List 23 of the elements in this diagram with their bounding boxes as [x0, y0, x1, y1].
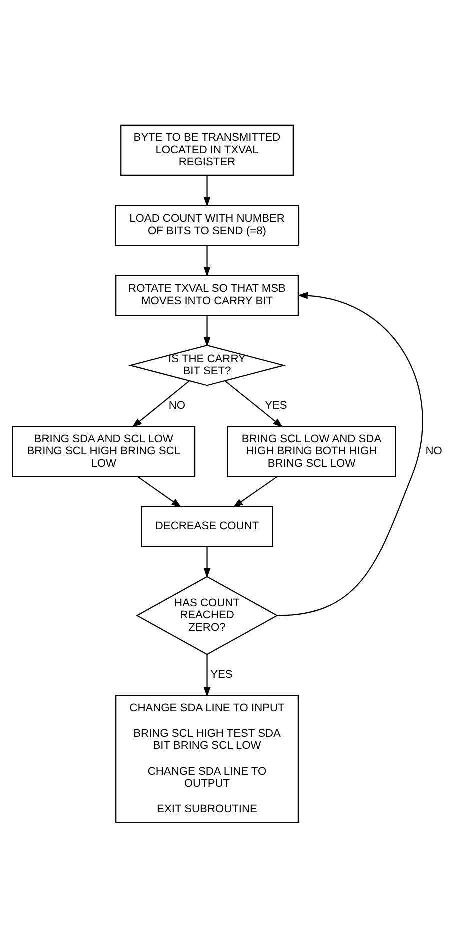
arrow [204, 316, 211, 348]
node-box: DECREASE COUNT [141, 506, 274, 548]
arrow [138, 476, 182, 508]
arrow [225, 380, 284, 428]
arrow [204, 246, 211, 278]
node-box: BRING SCL LOW AND SDA HIGH BRING BOTH HIGH BRING SCL LOW [227, 426, 396, 478]
edge-label: YES [265, 400, 288, 412]
arrow [233, 476, 278, 508]
node-box: BRING SDA AND SCL LOW BRING SCL HIGH BRING SCL LOW [12, 426, 196, 478]
arrow [278, 292, 424, 616]
node-diamond: HAS COUNT REACHED ZERO? [136, 576, 278, 656]
node-diamond: IS THE CARRY BIT SET? [128, 345, 286, 386]
edge-label: YES [210, 669, 233, 682]
arrow [204, 176, 211, 207]
node-box: BYTE TO BE TRANSMITTED LOCATED IN TXVAL REGISTER [120, 124, 294, 176]
node-box: LOAD COUNT WITH NUMBER OF BITS TO SEND (=8) [114, 204, 300, 246]
node-box: ROTATE TXVAL SO THAT MSB MOVES INTO CARRY BIT [116, 274, 299, 316]
arrow [204, 654, 211, 698]
edge-label: NO [168, 400, 186, 412]
edge-label: NO [426, 446, 442, 458]
arrow [204, 547, 211, 578]
arrow [132, 380, 190, 428]
node-box: CHANGE SDA LINE TO INPUT BRING SCL HIGH TEST SDA BIT BRING SCL LOW CHANGE SDA LINE TO OUTPUT EXIT SUBROUTINE [116, 695, 299, 824]
